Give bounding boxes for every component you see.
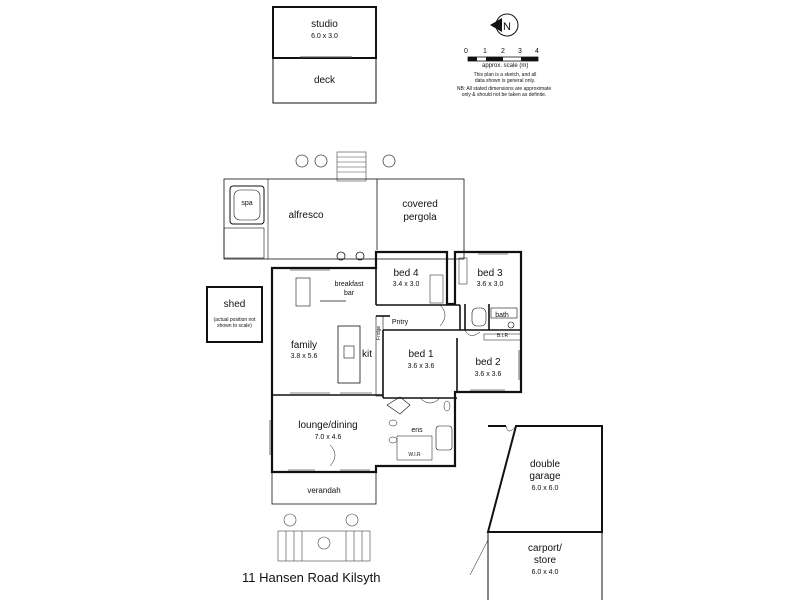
garden-plants-top (295, 154, 396, 168)
wir-label: W.I.R (408, 452, 421, 458)
scale-label: approx. scale (m) (482, 63, 529, 69)
double-garage-dims: 6.0 x 6.0 (531, 485, 559, 492)
covered-pergola-label-1: covered (402, 199, 438, 210)
scale-note-1: This plan is a sketch, and all (473, 72, 537, 78)
verandah-outline (271, 471, 377, 505)
family-dims: 3.8 x 5.6 (290, 353, 318, 360)
bir-label: B.I.R (496, 333, 509, 339)
breakfast-bar-label-1: breakfast (334, 281, 364, 288)
bed2-label: bed 2 (475, 357, 501, 368)
shed-note-1: (actual position not (213, 317, 256, 323)
scale-tick-4: 4 (535, 48, 539, 55)
alfresco-label: alfresco (288, 210, 324, 221)
carport-outline (487, 532, 603, 600)
rear-steps (336, 151, 367, 182)
scale-tick-0: 0 (464, 48, 468, 55)
verandah-label: verandah (307, 486, 341, 495)
bed4-dims: 3.4 x 3.0 (392, 281, 420, 288)
scale-bar (467, 56, 539, 62)
bed3-dims: 3.6 x 3.0 (476, 281, 504, 288)
bed1-dims: 3.6 x 3.6 (407, 363, 435, 370)
bed3-label: bed 3 (477, 268, 503, 279)
studio-dims: 6.0 x 3.0 (311, 33, 338, 40)
scale-tick-1: 1 (483, 48, 487, 55)
bed4-label: bed 4 (393, 268, 419, 279)
spa-label: spa (241, 200, 253, 207)
bath-label: bath (495, 312, 509, 319)
scale-tick-2: 2 (501, 48, 505, 55)
north-arrow-icon: N (490, 13, 519, 37)
bed1-label: bed 1 (408, 349, 434, 360)
kit-label: kit (362, 349, 372, 360)
front-steps (277, 513, 371, 562)
house-outer-wall (270, 250, 523, 474)
scale-note-2: data shown is general only. (474, 78, 536, 84)
studio-label: studio (311, 19, 338, 30)
covered-pergola-label-2: pergola (403, 212, 437, 223)
ens-label: ens (411, 427, 423, 434)
carport-store-label-1: carport/ (528, 543, 562, 554)
double-garage-label-2: garage (529, 471, 561, 482)
scale-note-3: NB: All stated dimensions are approximat… (456, 86, 552, 92)
scale-note-4: only & should not be taken as definite. (461, 92, 547, 98)
double-garage-label-1: double (529, 459, 561, 470)
pantry-label: Pntry (391, 319, 409, 326)
breakfast-bar-label-2: bar (343, 290, 355, 297)
lounge-dining-dims: 7.0 x 4.6 (314, 434, 342, 441)
deck-label: deck (313, 75, 336, 86)
carport-store-dims: 6.0 x 4.0 (531, 569, 559, 576)
deck-outline (272, 57, 377, 104)
shed-outline (206, 286, 263, 343)
kitchen-island (337, 325, 361, 384)
svg-text:N: N (503, 21, 511, 33)
spa-outline (229, 185, 265, 225)
fridge-label: Fridge (376, 325, 383, 340)
family-label: family (290, 340, 318, 351)
lounge-dining-label: lounge/dining (298, 420, 358, 431)
bed2-dims: 3.6 x 3.6 (474, 371, 502, 378)
carport-store-label-2: store (533, 555, 557, 566)
property-address: 11 Hansen Road Kilsyth (242, 570, 381, 585)
scale-tick-3: 3 (518, 48, 522, 55)
shed-note-2: shown to scale) (217, 323, 252, 329)
shed-label: shed (223, 299, 246, 310)
